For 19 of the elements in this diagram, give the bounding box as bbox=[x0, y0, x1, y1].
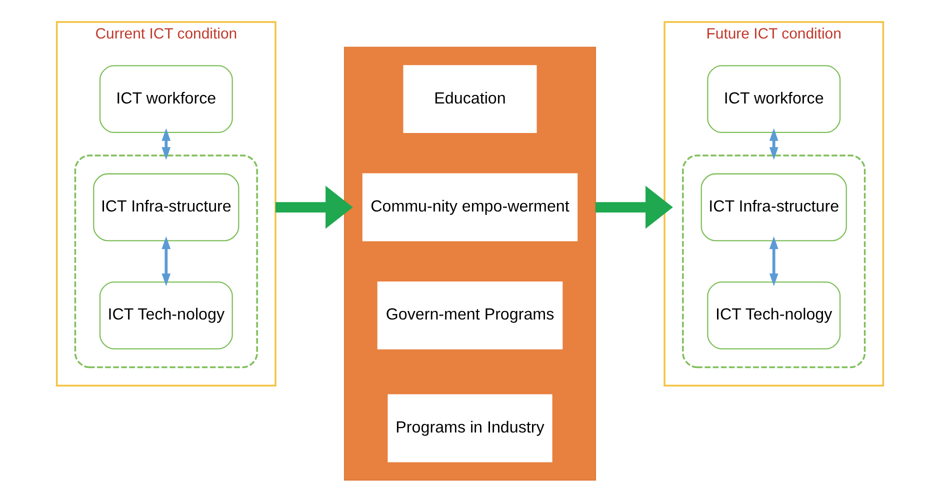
node-box: ICT workforce bbox=[99, 65, 233, 134]
node-box: Commu-nity empo-werment bbox=[362, 173, 578, 242]
node-box: ICT workforce bbox=[707, 65, 841, 134]
arrow bbox=[162, 128, 171, 160]
node-box: ICT Infra-structure bbox=[93, 173, 240, 242]
arrow bbox=[276, 186, 353, 229]
arrow bbox=[769, 236, 778, 286]
arrow bbox=[162, 236, 171, 286]
arrow bbox=[769, 128, 778, 160]
node-box: ICT Tech-nology bbox=[99, 282, 233, 350]
node-box: ICT Tech-nology bbox=[707, 282, 841, 350]
arrow bbox=[595, 186, 673, 229]
node-box: Education bbox=[403, 65, 537, 134]
node-box: ICT Infra-structure bbox=[700, 173, 847, 242]
node-box: Programs in Industry bbox=[388, 394, 552, 462]
cluster bbox=[344, 46, 596, 481]
cluster bbox=[74, 154, 258, 368]
node-box: Govern-ment Programs bbox=[377, 282, 563, 350]
cluster bbox=[682, 154, 866, 368]
